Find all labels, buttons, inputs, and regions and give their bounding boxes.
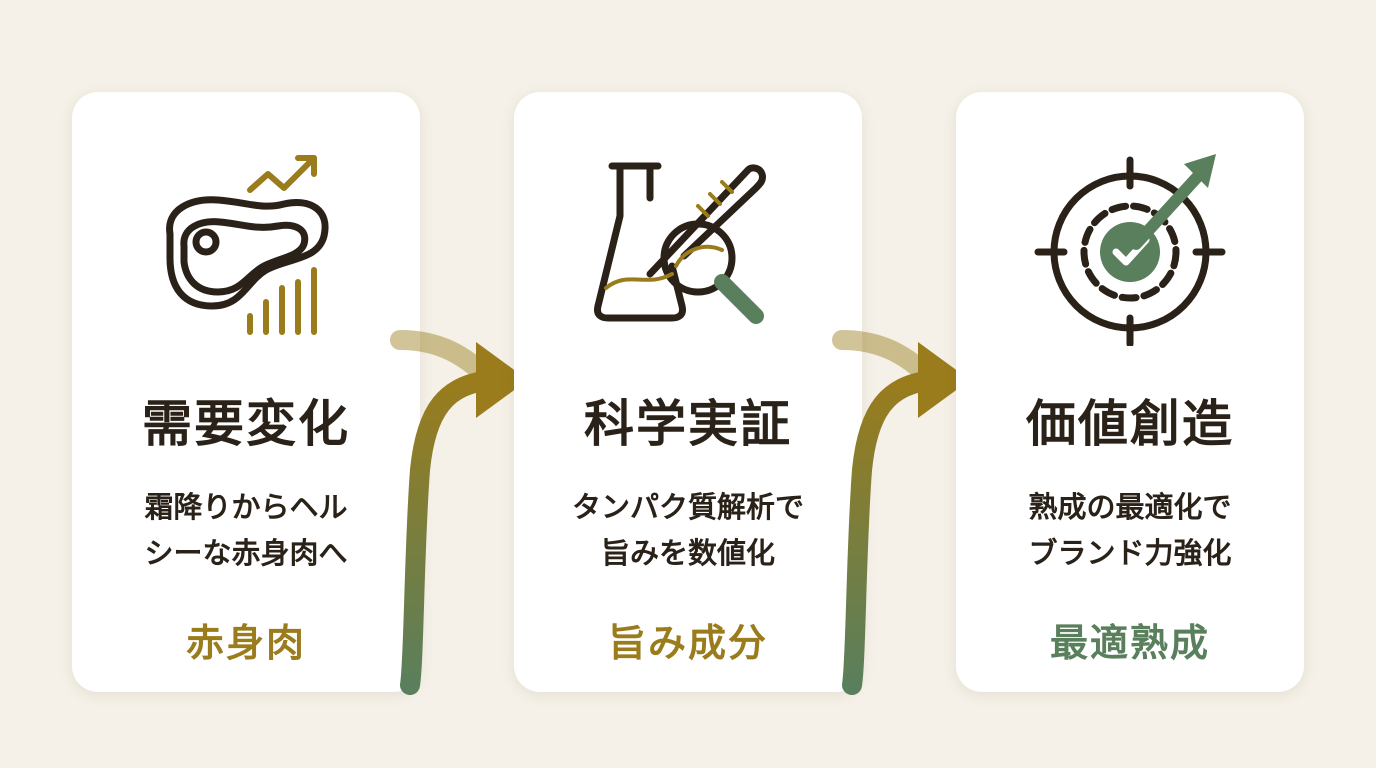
step-description-line: 旨みを数値化: [600, 536, 775, 570]
flow-arrow-2: [832, 300, 982, 700]
step-description-line: 熟成の最適化で: [1028, 490, 1232, 524]
step-description: 熟成の最適化で ブランド力強化: [986, 484, 1274, 576]
step-description-line: シーな赤身肉へ: [144, 536, 348, 570]
step-description-line: 霜降りからヘル: [144, 490, 348, 524]
step-keyword: 旨み成分: [607, 621, 768, 665]
steak-growth-chart-icon: [146, 146, 346, 346]
flow-arrow-1: [390, 300, 540, 700]
step-description-line: ブランド力強化: [1028, 536, 1232, 570]
step-description-line: タンパク質解析で: [571, 490, 804, 524]
step-keyword: 最適熟成: [1049, 621, 1210, 665]
step-title: 科学実証: [584, 394, 792, 453]
gear-target-arrow-icon: [1030, 146, 1230, 346]
step-description: タンパク質解析で 旨みを数値化: [544, 484, 832, 576]
step-keyword: 赤身肉: [185, 621, 306, 665]
step-card-1: 需要変化 霜降りからヘル シーな赤身肉へ 赤身肉: [72, 92, 420, 692]
step-card-2: 科学実証 タンパク質解析で 旨みを数値化 旨み成分: [514, 92, 862, 692]
step-description: 霜降りからヘル シーな赤身肉へ: [102, 484, 390, 576]
step-title: 価値創造: [1026, 394, 1234, 453]
step-title: 需要変化: [142, 394, 350, 453]
step-card-3: 価値創造 熟成の最適化で ブランド力強化 最適熟成: [956, 92, 1304, 692]
flask-magnifier-icon: [588, 146, 788, 346]
